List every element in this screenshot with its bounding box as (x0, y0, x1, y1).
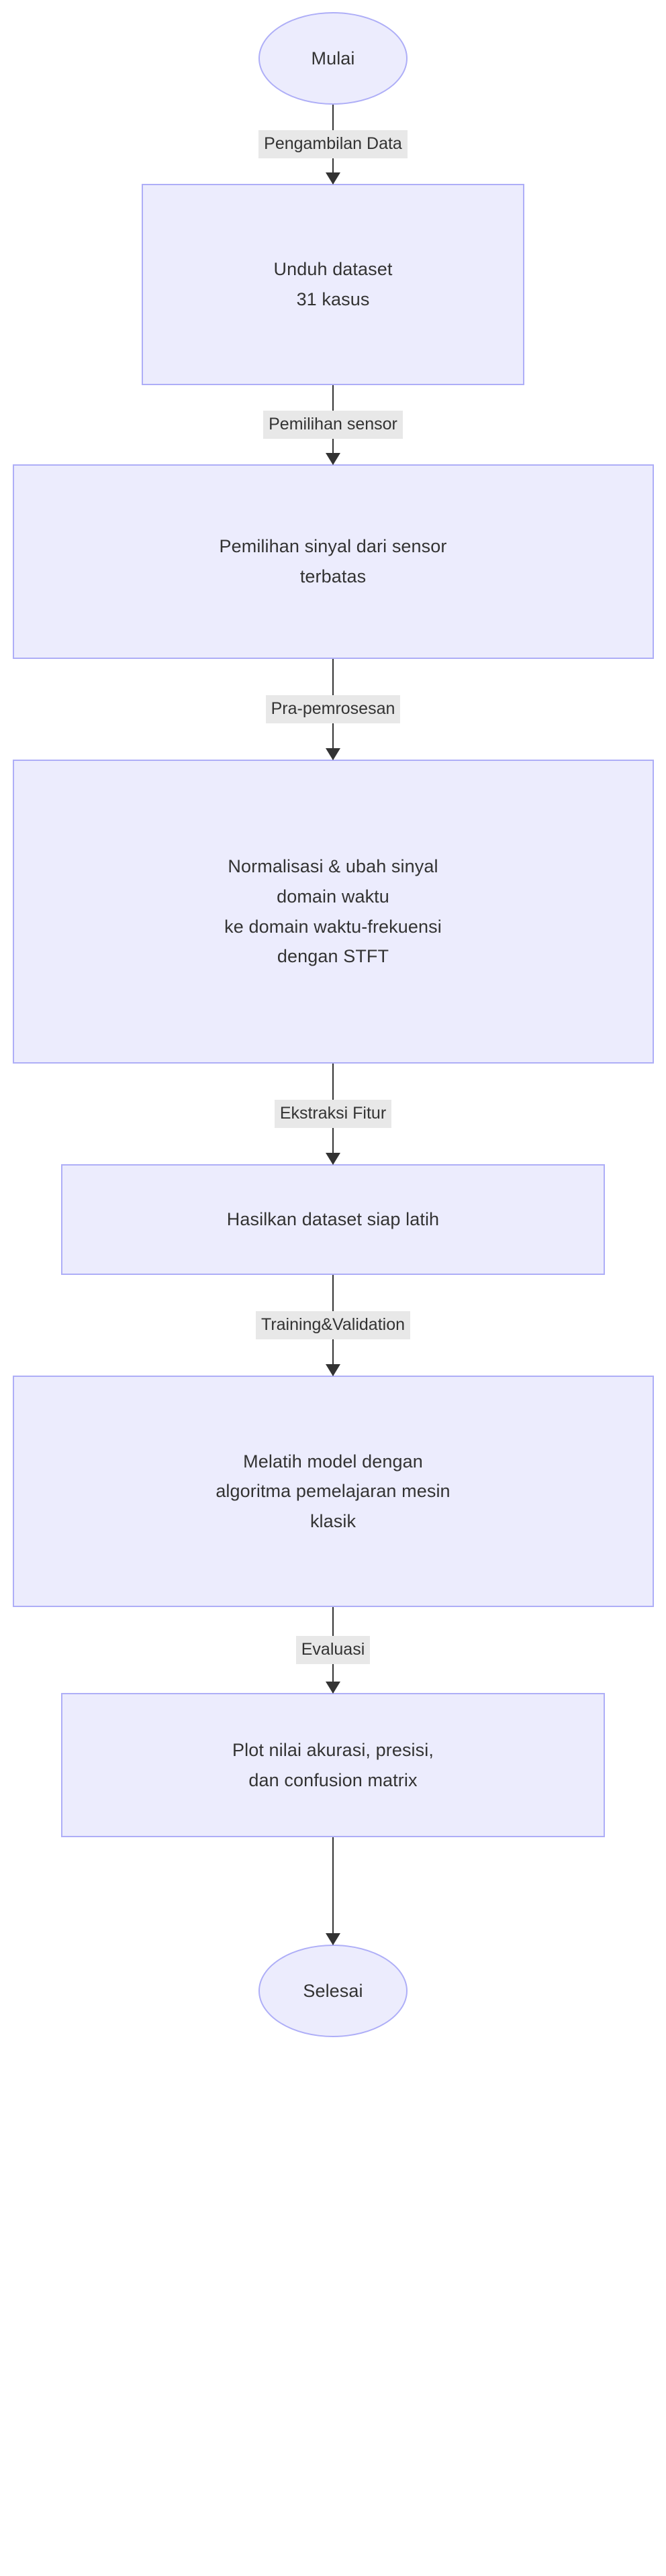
edge-label-pemilihan-sensor: Pemilihan sensor (263, 410, 403, 440)
node-ready-dataset[interactable]: Hasilkan dataset siap latih (61, 1164, 605, 1275)
node-preprocess-stft-label: Normalisasi & ubah sinyal domain waktu k… (224, 856, 442, 967)
edge-label-ekstraksi-fitur: Ekstraksi Fitur (274, 1099, 392, 1129)
node-plot-metrics-label: Plot nilai akurasi, presisi, dan confusi… (232, 1739, 434, 1790)
node-end-label: Selesai (303, 1980, 363, 2001)
edge-plot-to-end (0, 1837, 666, 1945)
edge-label-evaluasi: Evaluasi (295, 1635, 371, 1665)
edge-label-training-validation: Training&Validation (255, 1310, 410, 1340)
node-ready-dataset-label: Hasilkan dataset siap latih (226, 1209, 440, 1230)
node-start-label: Mulai (311, 48, 355, 68)
edge-train-to-plot: Evaluasi (0, 1607, 666, 1694)
edge-line (332, 1837, 334, 1945)
arrowhead-icon (326, 1682, 340, 1694)
arrowhead-icon (326, 1933, 340, 1945)
node-train-model[interactable]: Melatih model dengan algoritma pemelajar… (12, 1376, 654, 1607)
node-download-dataset-label: Unduh dataset 31 kasus (273, 259, 393, 309)
edge-dataset-to-train: Training&Validation (0, 1275, 666, 1376)
edge-download-to-select: Pemilihan sensor (0, 385, 666, 465)
node-start[interactable]: Mulai (258, 12, 408, 105)
arrowhead-icon (326, 748, 340, 760)
arrowhead-icon (326, 172, 340, 185)
node-select-signal-label: Pemilihan sinyal dari sensor terbatas (219, 536, 447, 586)
node-preprocess-stft[interactable]: Normalisasi & ubah sinyal domain waktu k… (12, 760, 654, 1064)
node-select-signal[interactable]: Pemilihan sinyal dari sensor terbatas (12, 464, 654, 659)
edge-label-pra-pemrosesan: Pra-pemrosesan (265, 694, 401, 724)
edge-start-to-download: Pengambilan Data (0, 105, 666, 185)
edge-preprocess-to-dataset: Ekstraksi Fitur (0, 1064, 666, 1165)
node-plot-metrics[interactable]: Plot nilai akurasi, presisi, dan confusi… (61, 1693, 605, 1837)
arrowhead-icon (326, 1364, 340, 1376)
arrowhead-icon (326, 453, 340, 465)
edge-select-to-preprocess: Pra-pemrosesan (0, 659, 666, 760)
edge-label-pengambilan-data: Pengambilan Data (258, 130, 408, 159)
arrowhead-icon (326, 1153, 340, 1165)
node-download-dataset[interactable]: Unduh dataset 31 kasus (142, 184, 524, 385)
node-train-model-label: Melatih model dengan algoritma pemelajar… (216, 1451, 450, 1531)
node-end[interactable]: Selesai (258, 1945, 408, 2037)
